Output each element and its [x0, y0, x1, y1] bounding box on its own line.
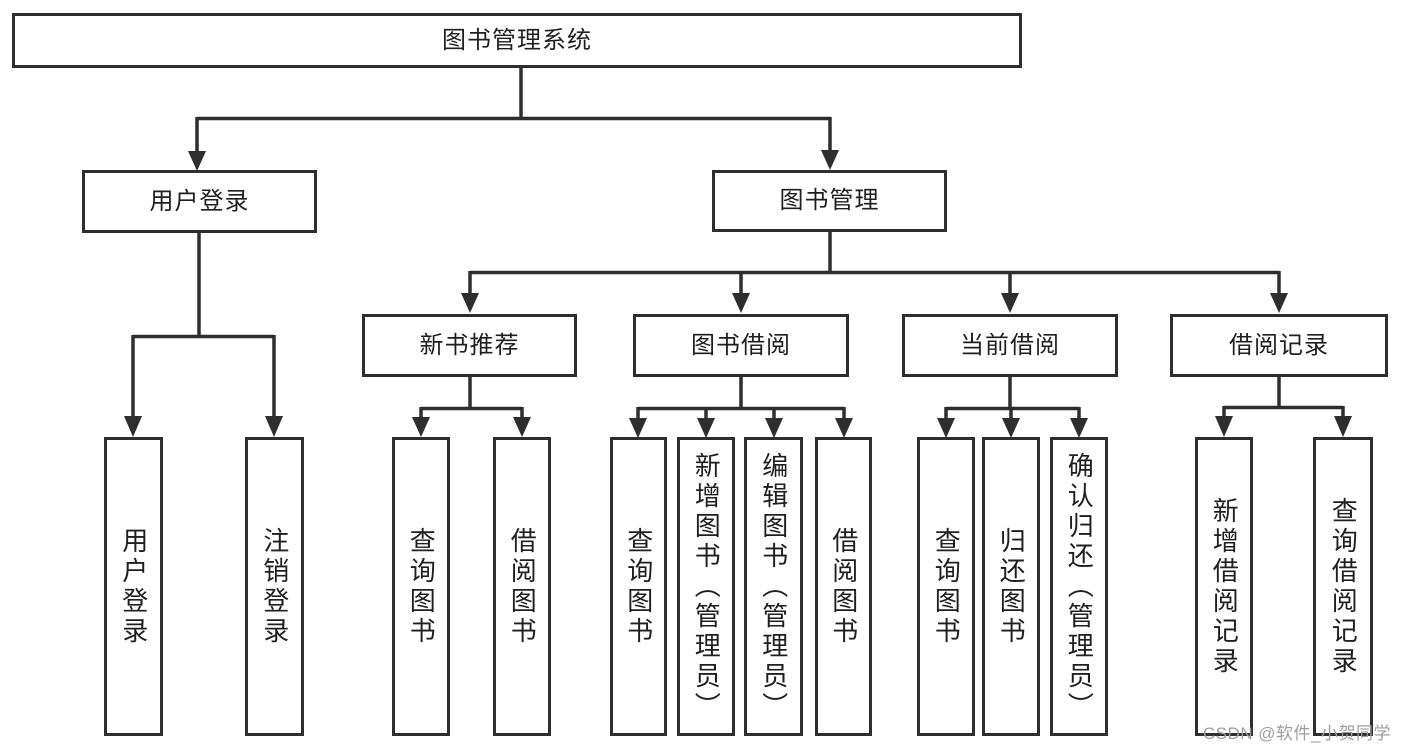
arrowhead	[1215, 416, 1233, 437]
leaf-add-books-admin: 新增图书（管理员）	[677, 437, 735, 736]
leaf-logout: 注销登录	[245, 437, 304, 736]
arrowhead	[1270, 293, 1288, 313]
arrowhead	[697, 418, 715, 438]
leaf-query-books-current: 查询图书	[917, 437, 975, 736]
leaf-borrow-books-recommend: 借阅图书	[493, 437, 551, 736]
arrowhead	[1002, 418, 1020, 438]
connector-root-to-level2	[195, 68, 832, 151]
arrowhead	[937, 418, 955, 438]
node-user-login: 用户登录	[82, 170, 317, 233]
node-book-management: 图书管理	[712, 170, 947, 232]
arrowhead	[732, 293, 750, 313]
arrowhead	[265, 416, 283, 437]
node-borrowing-records: 借阅记录	[1170, 314, 1388, 377]
leaf-query-books-borrow: 查询图书	[610, 437, 667, 736]
connector-newbook-to-leaves	[419, 377, 524, 417]
arrowhead	[835, 418, 853, 438]
arrowhead	[821, 150, 839, 170]
arrowhead	[629, 418, 647, 438]
arrowhead	[124, 416, 142, 437]
leaf-confirm-return-admin: 确认归还（管理员）	[1050, 437, 1108, 736]
csdn-watermark: CSDN @软件_小贺同学	[1202, 724, 1391, 743]
arrowhead	[1001, 293, 1019, 313]
connector-userlogin-to-leaves	[131, 233, 276, 416]
node-book-borrowing: 图书借阅	[633, 314, 849, 377]
leaf-query-books-recommend: 查询图书	[392, 437, 450, 736]
leaf-return-books: 归还图书	[982, 437, 1040, 736]
arrowhead	[461, 293, 479, 313]
connector-borrow-to-leaves	[636, 377, 846, 418]
arrowhead	[513, 417, 531, 437]
arrowhead	[188, 151, 206, 171]
arrowhead	[1070, 418, 1088, 438]
connector-current-to-leaves	[944, 377, 1081, 418]
node-current-borrowing: 当前借阅	[902, 314, 1118, 377]
leaf-edit-books-admin: 编辑图书（管理员）	[744, 437, 803, 736]
arrowhead	[1334, 416, 1352, 437]
leaf-add-borrow-record: 新增借阅记录	[1195, 437, 1253, 736]
node-library-management-system: 图书管理系统	[12, 13, 1022, 68]
leaf-borrow-books: 借阅图书	[815, 437, 872, 736]
node-new-book-recommendation: 新书推荐	[362, 314, 577, 377]
leaf-query-borrow-record: 查询借阅记录	[1313, 437, 1373, 736]
connector-bookmgmt-to-level3	[468, 232, 1281, 293]
connector-records-to-leaves	[1222, 377, 1345, 416]
arrowhead	[412, 417, 430, 437]
leaf-user-login: 用户登录	[104, 437, 163, 736]
arrowhead	[765, 418, 783, 438]
